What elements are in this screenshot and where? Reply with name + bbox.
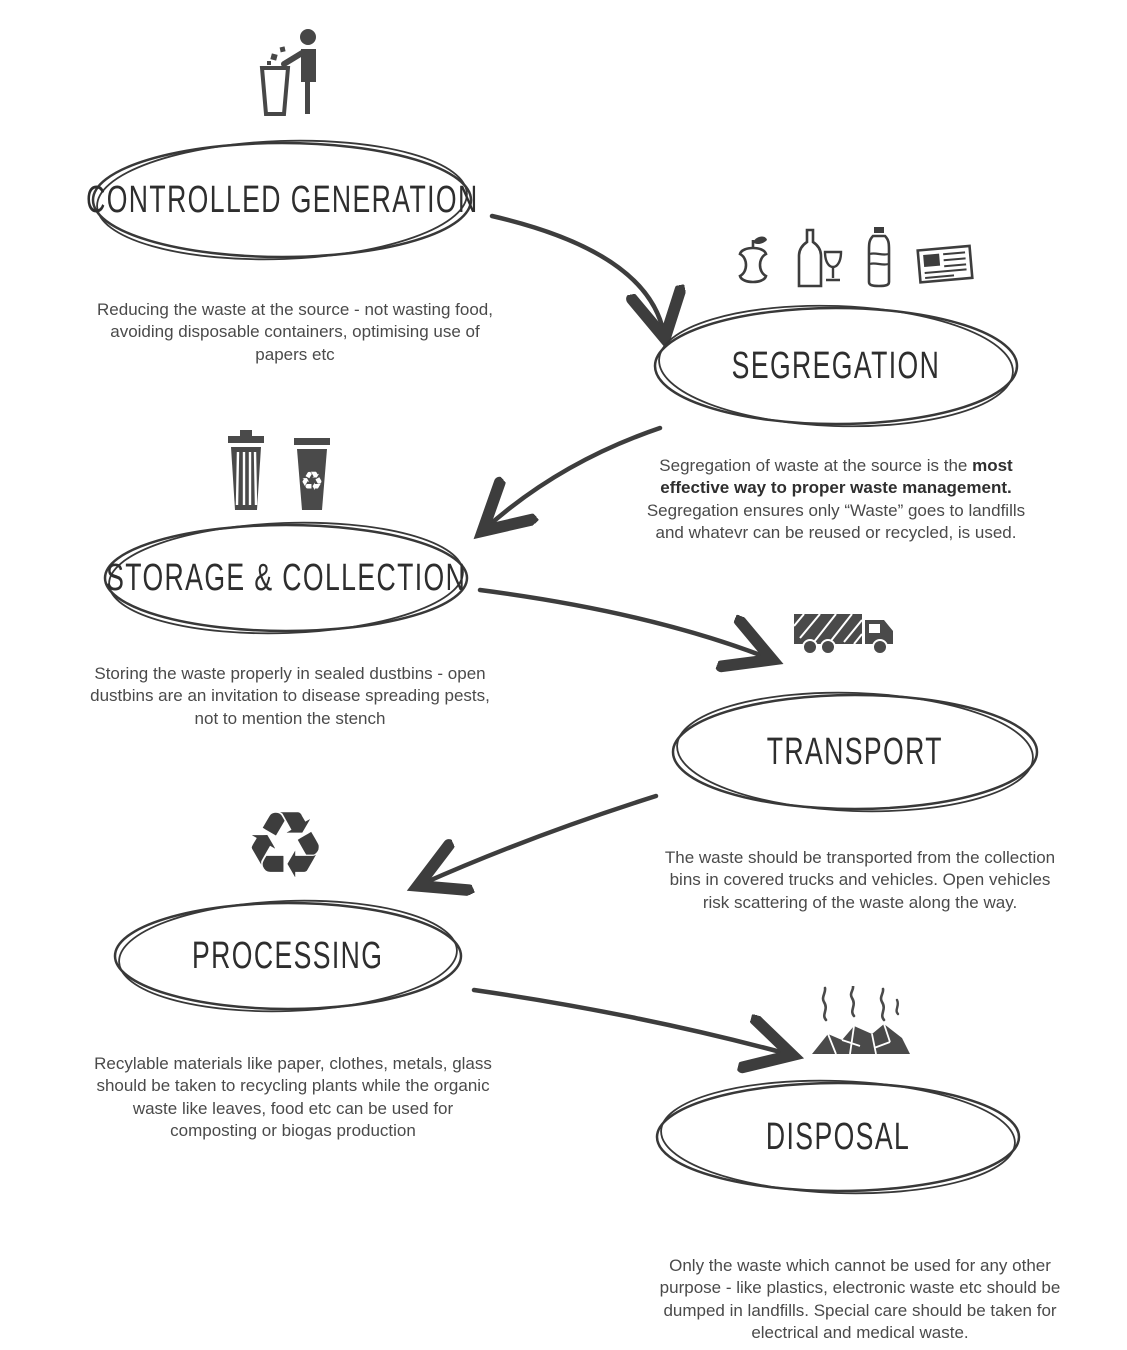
flow-arrow-1 (489, 213, 664, 334)
recycle-bin-icon: ♻ (290, 428, 334, 517)
step-description: Reducing the waste at the source - not w… (97, 300, 493, 364)
newspaper-icon (915, 240, 979, 293)
step-label: PROCESSING (192, 934, 384, 977)
flow-arrow-4 (422, 793, 659, 884)
trash-bin-icon (224, 428, 268, 517)
step-description: Recylable materials like paper, clothes,… (94, 1054, 492, 1141)
segregation-icons (733, 226, 979, 293)
storage-icons: ♻ (224, 428, 334, 517)
flow-arrow-3 (477, 587, 768, 658)
step-label: DISPOSAL (765, 1115, 911, 1158)
segregation-desc-pre: Segregation of waste at the source is th… (659, 456, 973, 475)
step-description: Storing the waste properly in sealed dus… (90, 664, 490, 728)
water-bottle-icon (865, 226, 893, 293)
step-bubble-disposal: DISPOSAL (652, 1078, 1024, 1196)
step-bubble-segregation: SEGREGATION (650, 303, 1022, 429)
garbage-truck-icon (790, 602, 902, 665)
step-description: The waste should be transported from the… (664, 848, 1056, 912)
step-bubble-controlled-generation: CONTROLLED GENERATION (85, 138, 479, 262)
person-throwing-trash-icon (252, 26, 336, 125)
step-bubble-processing: PROCESSING (110, 898, 466, 1014)
wine-bottle-glass-icon (795, 228, 843, 293)
flow-arrow-2 (486, 425, 663, 528)
waste-pile-smoke-icon (798, 984, 926, 1065)
step-label: STORAGE & COLLECTION (105, 556, 467, 599)
step-description: Only the waste which cannot be used for … (659, 1256, 1061, 1343)
flow-arrow-5 (471, 987, 788, 1054)
step-description: Segregation of waste at the source is th… (640, 455, 1032, 545)
step-label: SEGREGATION (731, 344, 941, 387)
step-label: CONTROLLED GENERATION (85, 178, 479, 221)
segregation-desc-bold: most effective way to proper waste manag… (660, 456, 1013, 498)
apple-core-icon (733, 234, 773, 293)
step-bubble-transport: TRANSPORT (668, 690, 1042, 814)
segregation-desc-post: Segregation ensures only “Waste” goes to… (646, 500, 1026, 543)
step-bubble-storage-collection: STORAGE & COLLECTION (100, 520, 472, 636)
step-label: TRANSPORT (766, 730, 944, 773)
svg-text:♻: ♻ (300, 467, 323, 497)
recycle-symbol-icon: ♻ (244, 795, 327, 897)
